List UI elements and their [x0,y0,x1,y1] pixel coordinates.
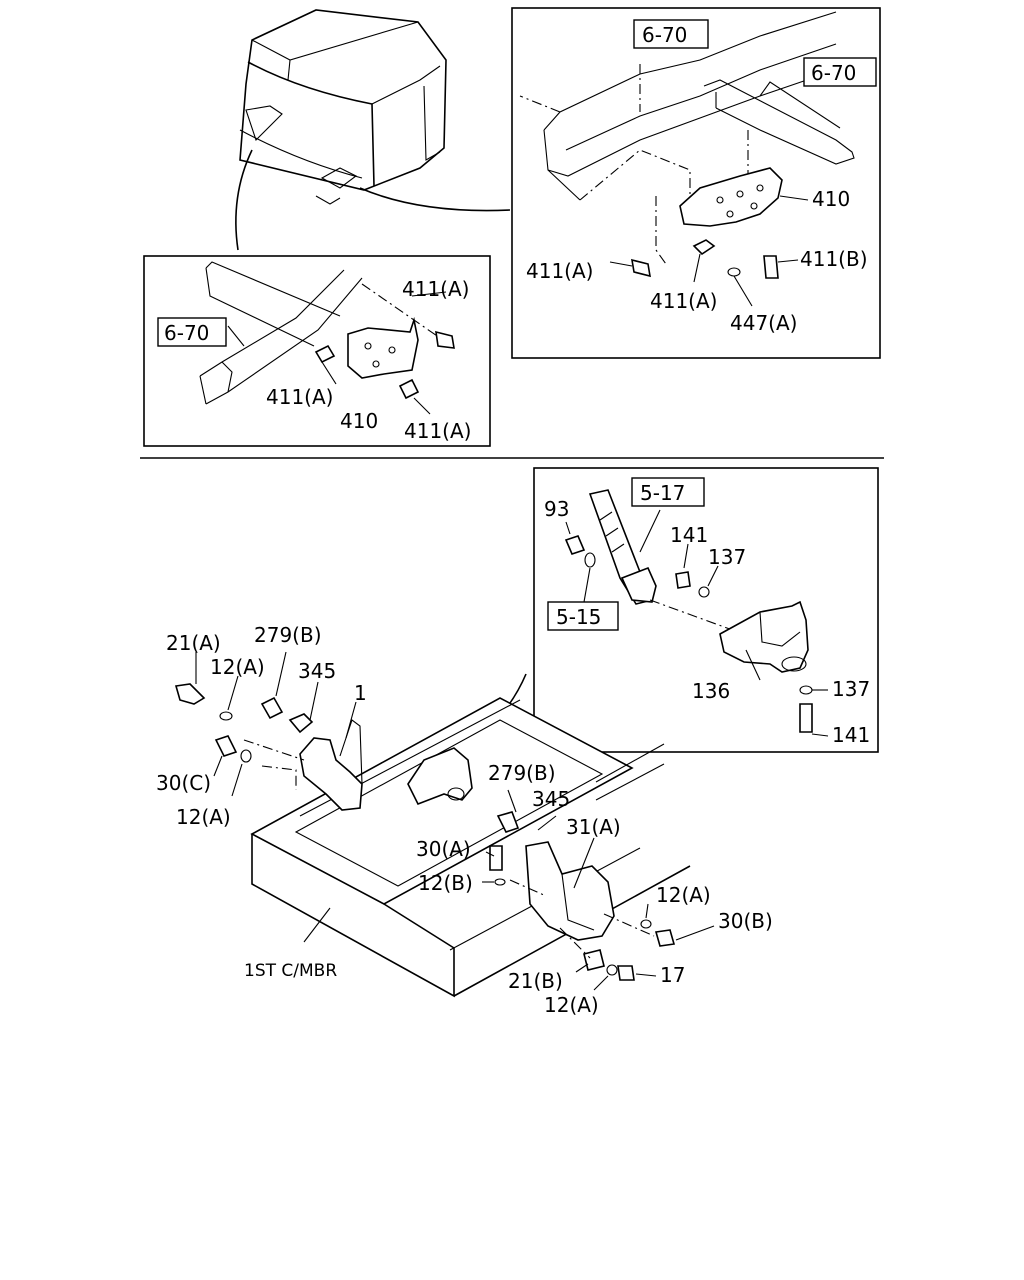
label-12a-top: 12(A) [210,655,265,679]
bracket-410-shape [679,167,783,227]
bolt-141-top [675,543,691,589]
bracket-136-shape [719,600,809,673]
label-447a: 447(A) [730,311,797,335]
label-137-top: 137 [708,545,746,569]
bolt-411a-mid [692,239,716,283]
label-crossmember: 1ST C/MBR [244,961,337,981]
bolt-30c [214,735,238,757]
bolt-411a-left [609,258,651,278]
washer-12a-left [240,749,252,763]
bracket-31a-shape [525,841,615,941]
ref-box-6-70-c [157,317,227,347]
detail-frame-bracket-right: 6-70 6-70 410 411(A) 411(A) 411(B) 447(A… [511,7,881,359]
bolt-411a-top [435,330,455,349]
label-30b: 30(B) [718,909,773,933]
bolt-141-bottom [799,703,829,737]
label-345-right: 345 [532,787,570,811]
label-30c: 30(C) [156,771,211,795]
label-5-17: 5-17 [640,481,685,505]
bolt-411b [763,255,799,279]
label-137-bottom: 137 [832,677,870,701]
label-12a-left: 12(A) [176,805,231,829]
bolt-30a [489,845,503,871]
ref-box-5-17 [631,477,705,507]
label-1: 1 [354,681,367,705]
label-279b-left: 279(B) [254,623,322,647]
ref-box-6-70-b [803,57,877,87]
nut-17 [617,965,635,981]
ref-box-6-70-a [633,19,709,49]
label-345-left: 345 [298,659,336,683]
label-411a-top: 411(A) [402,277,469,301]
detail-spring-bracket: 5-17 5-15 93 141 137 136 137 141 [533,467,879,753]
ref-box-5-15 [547,601,619,631]
label-21b: 21(B) [508,969,563,993]
washer-447a [727,267,753,307]
label-411a-midleft: 411(A) [266,385,333,409]
cab-illustration [235,9,511,251]
label-411a-left: 411(A) [526,259,593,283]
bolt-93 [564,521,586,555]
washer-12b [494,878,506,886]
label-411b: 411(B) [800,247,868,271]
spring-bracket-mounted [407,747,473,806]
washer-12a-bottom [606,964,618,976]
label-12a-bottom: 12(A) [544,993,599,1017]
label-136: 136 [692,679,730,703]
bolt-30b [654,929,676,947]
washer-12a-right [640,919,652,929]
bolt-21a [174,683,206,705]
bracket-1-shape [299,737,363,811]
label-12b: 12(B) [418,871,473,895]
detail-frame-bracket-left: 6-70 411(A) 411(A) 411(A) 410 [143,255,491,447]
label-21a: 21(A) [166,631,221,655]
label-6-70-c: 6-70 [164,321,209,345]
label-141-bottom: 141 [832,723,870,747]
label-410-left: 410 [340,409,378,433]
label-6-70-b: 6-70 [811,61,856,85]
label-279b-right: 279(B) [488,761,556,785]
label-141-top: 141 [670,523,708,547]
label-411a-mid: 411(A) [650,289,717,313]
bolt-21b [583,949,605,971]
label-5-15: 5-15 [556,605,601,629]
washer-12a-top [219,711,233,721]
label-411a-bottom: 411(A) [404,419,471,443]
bolt-411a-bottom [398,378,431,415]
label-17: 17 [660,963,685,987]
label-12a-right: 12(A) [656,883,711,907]
bolt-279b-left [260,696,284,720]
bolt-279b-right [496,811,520,833]
label-93: 93 [544,497,569,521]
main-assembly: 21(A) 279(B) 12(A) 345 1 30(C) 12(A) 279… [156,623,773,1017]
bracket-410-left-shape [347,316,419,379]
label-6-70-a: 6-70 [642,23,687,47]
label-31a: 31(A) [566,815,621,839]
label-30a: 30(A) [416,837,471,861]
bolt-411a-midleft [314,344,337,385]
label-410-right: 410 [812,187,850,211]
